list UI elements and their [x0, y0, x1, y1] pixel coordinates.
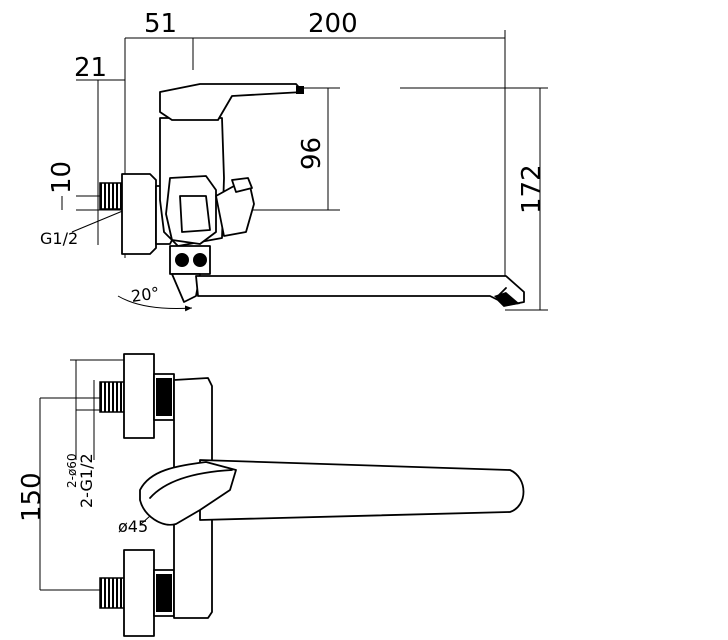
top-view: 150 2-G1/2 2-ø60 ø45: [17, 353, 525, 637]
angle-label: 20°: [130, 283, 161, 306]
pipe-pair-label: 2-ø60: [65, 453, 79, 488]
thread-pair-label: 2-G1/2: [77, 453, 96, 508]
hex-nut: [165, 175, 217, 245]
dim-150-label: 150: [17, 472, 47, 522]
diameter-label: ø45: [118, 517, 148, 536]
lower-flange: [123, 549, 155, 637]
wall-flange: [121, 173, 157, 255]
dim-51-label: 51: [144, 9, 177, 39]
lever-handle: [159, 83, 304, 121]
inlet-thread: [99, 182, 123, 210]
upper-flange: [123, 353, 155, 439]
diverter-knob: [215, 185, 255, 237]
dim-200-label: 200: [308, 9, 358, 39]
dim-10-label: 10: [47, 161, 77, 194]
dim-96-label: 96: [297, 137, 327, 170]
spout-top: [199, 459, 525, 521]
upper-inlet-thread: [99, 381, 125, 413]
spout: [195, 275, 525, 307]
dim-21-label: 21: [74, 53, 107, 83]
side-view: 51 200 21 96 10 172 G1/2 20°: [40, 9, 548, 312]
thread-label: G1/2: [40, 229, 78, 248]
handle-top: [139, 461, 237, 526]
dim-172-label: 172: [517, 164, 547, 214]
faucet-top-body: [99, 353, 525, 637]
lower-inlet-thread: [99, 577, 125, 609]
faucet-side-body: [99, 83, 525, 307]
